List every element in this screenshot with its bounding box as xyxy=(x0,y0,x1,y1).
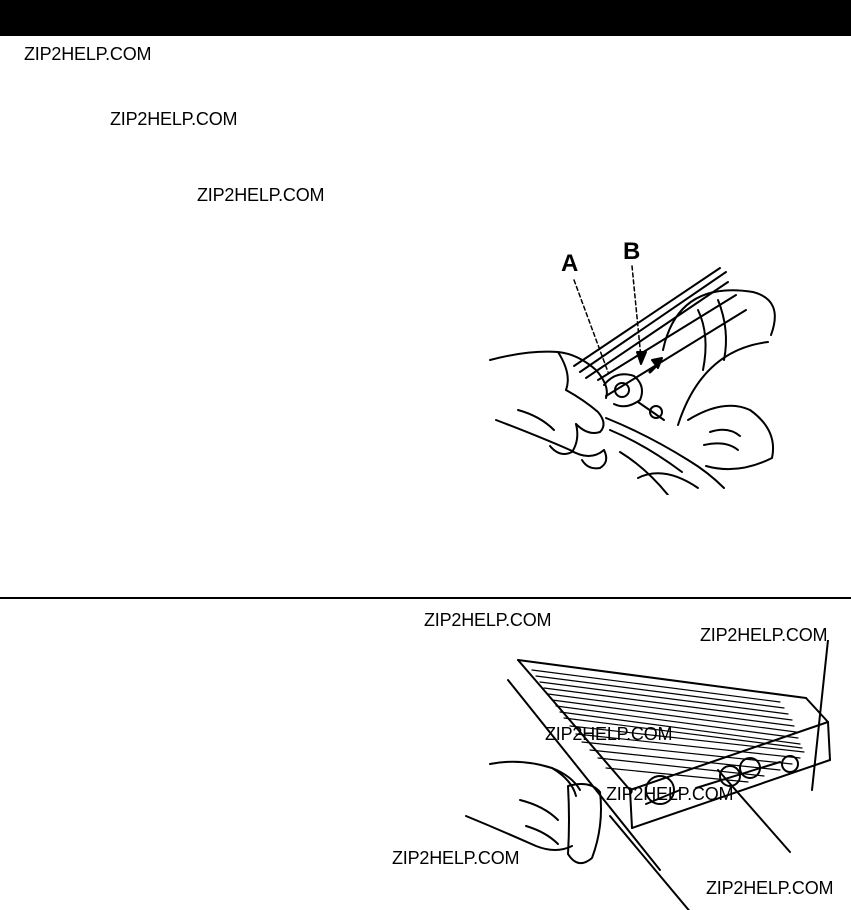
roller-clip-illustration xyxy=(489,265,776,495)
tray-hand-illustration xyxy=(465,640,831,910)
watermark-text: ZIP2HELP.COM xyxy=(197,185,325,205)
callout-label-b: B xyxy=(623,238,641,265)
watermark-text: ZIP2HELP.COM xyxy=(424,610,552,630)
watermark-text: ZIP2HELP.COM xyxy=(110,109,238,129)
watermark-text: ZIP2HELP.COM xyxy=(392,848,520,868)
section-divider xyxy=(0,597,851,599)
watermark-text: ZIP2HELP.COM xyxy=(700,625,828,645)
callout-label-a: A xyxy=(561,250,579,277)
watermark-text: ZIP2HELP.COM xyxy=(706,878,834,898)
watermark-text: ZIP2HELP.COM xyxy=(545,724,673,744)
header-bar xyxy=(0,0,851,36)
watermark-text: ZIP2HELP.COM xyxy=(606,784,734,804)
watermark-text: ZIP2HELP.COM xyxy=(24,44,152,64)
